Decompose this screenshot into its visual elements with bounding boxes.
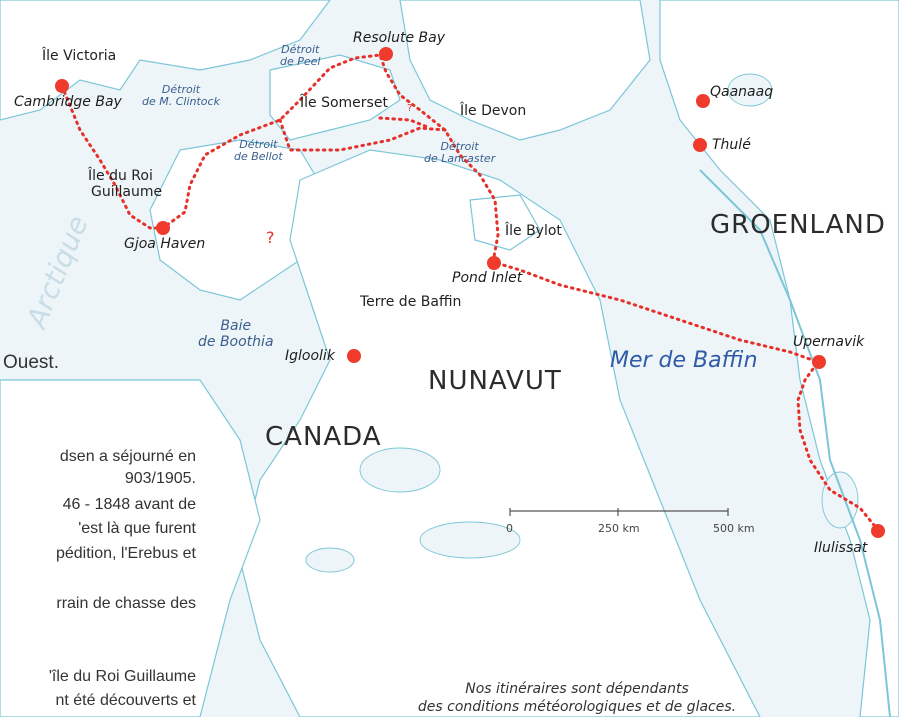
- lancaster-strait-line2: de Lancaster: [424, 152, 496, 165]
- peel-strait-line1: Détroit: [281, 43, 320, 56]
- gjoa-haven-marker[interactable]: [156, 221, 170, 235]
- cambridge-bay-marker[interactable]: [55, 79, 69, 93]
- igloolik-marker[interactable]: [347, 349, 361, 363]
- scale-bar-graphic: [509, 508, 729, 516]
- boothia-bay-line2: de Boothia: [198, 334, 274, 350]
- itinerary-note-line2: des conditions météorologiques et de gla…: [417, 699, 737, 715]
- mclintock-strait-line2: de M. Clintock: [142, 95, 220, 108]
- peel-strait-line2: de Peel: [280, 55, 321, 68]
- route-branch-bellot: [278, 118, 447, 152]
- roi-guillaume-label-2: Guillaume: [91, 184, 163, 200]
- resolute-bay-marker[interactable]: [379, 47, 393, 61]
- victoria-island-land: [0, 0, 331, 121]
- side-text-line: 'île du Roi Guillaume: [48, 668, 196, 685]
- pond-inlet-label: Pond Inlet: [452, 270, 523, 286]
- qaanaaq-label: Qaanaaq: [710, 84, 774, 100]
- side-text-line: 'est là que furent: [78, 520, 196, 537]
- bylot-island-label: Île Bylot: [505, 223, 562, 239]
- roi-guillaume-label-1: Île du Roi: [88, 168, 153, 184]
- itinerary-note: Nos itinéraires sont dépendants des cond…: [392, 680, 762, 716]
- boothia-land: [149, 139, 331, 301]
- igloolik-label: Igloolik: [285, 348, 335, 364]
- scale-bar: 0 250 km 500 km: [506, 508, 755, 535]
- bellot-strait-line2: de Bellot: [234, 150, 283, 163]
- thule-label: Thulé: [712, 137, 751, 153]
- boothia-bay-label: Baie de Boothia: [198, 318, 274, 350]
- somerset-island-label: Île Somerset: [300, 95, 388, 111]
- devon-island-land: [399, 0, 651, 141]
- mainland-land: [0, 379, 261, 717]
- bellot-strait-label: Détroit de Bellot: [234, 139, 283, 163]
- mclintock-strait-line1: Détroit: [161, 83, 201, 96]
- thule-marker[interactable]: [693, 138, 707, 152]
- ilulissat-label: Ilulissat: [814, 540, 868, 556]
- canada-label: CANADA: [265, 422, 382, 452]
- mclintock-strait-label: Détroit de M. Clintock: [142, 84, 220, 108]
- side-text-line: 903/1905.: [124, 470, 196, 487]
- boothia-bay-line1: Baie: [220, 318, 252, 334]
- side-text-line: dsen a séjourné en: [59, 448, 196, 465]
- somerset-island-land: [269, 54, 401, 141]
- unknown-mark-boothia: ?: [266, 228, 275, 247]
- ilulissat-marker[interactable]: [871, 524, 885, 538]
- peel-strait-label: Détroit de Peel: [280, 44, 320, 68]
- gjoa-haven-label: Gjoa Haven: [124, 236, 206, 252]
- greenland-land: [659, 0, 899, 717]
- upernavik-label: Upernavik: [793, 334, 865, 350]
- unknown-mark-somerset: ?: [407, 103, 413, 114]
- lancaster-strait-label: Détroit de Lancaster: [424, 141, 495, 165]
- victoria-island-label: Île Victoria: [42, 48, 117, 64]
- side-text-line: 46 - 1848 avant de: [62, 496, 196, 513]
- resolute-bay-label: Resolute Bay: [353, 30, 445, 46]
- devon-island-label: Île Devon: [460, 103, 527, 119]
- baffin-island-label: Terre de Baffin: [360, 294, 462, 310]
- baffin-sea-label: Mer de Baffin: [610, 348, 758, 373]
- cambridge-bay-label: Cambridge Bay: [14, 94, 122, 110]
- lancaster-strait-line1: Détroit: [440, 140, 479, 153]
- side-text-line: rrain de chasse des: [56, 595, 196, 612]
- qaanaaq-marker[interactable]: [696, 94, 710, 108]
- side-text-line: nt été découverts et: [55, 692, 196, 709]
- bellot-strait-line1: Détroit: [239, 138, 278, 151]
- itinerary-note-line1: Nos itinéraires sont dépendants: [465, 681, 689, 697]
- nunavut-label: NUNAVUT: [428, 366, 562, 396]
- side-text-line: pédition, l'Erebus et: [55, 545, 196, 562]
- baffin-island-land: [239, 149, 761, 717]
- bylot-island-land: [469, 194, 541, 251]
- upernavik-marker[interactable]: [812, 355, 826, 369]
- scale-label-zero: 0: [506, 522, 513, 535]
- pond-inlet-marker[interactable]: [487, 256, 501, 270]
- scale-label-mid: 250 km: [598, 522, 640, 535]
- route-branch-somerset: [378, 116, 432, 130]
- side-text-ouest: Ouest.: [3, 352, 59, 373]
- scale-label-end: 500 km: [713, 522, 755, 535]
- greenland-label: GROENLAND: [710, 210, 886, 240]
